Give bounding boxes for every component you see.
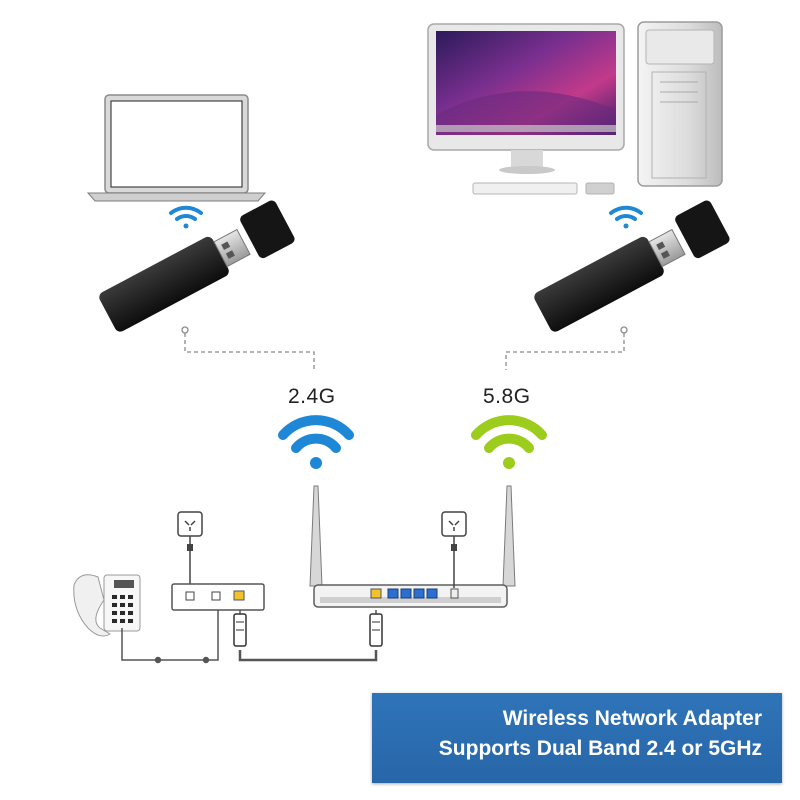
wifi-signal-24g-icon bbox=[278, 415, 354, 469]
router-icon bbox=[309, 485, 516, 608]
power-outlet-icon-right bbox=[441, 511, 467, 588]
info-banner: Wireless Network Adapter Supports Dual B… bbox=[372, 693, 782, 783]
power-outlet-icon-left bbox=[177, 511, 203, 584]
band-24g-label: 2.4G bbox=[288, 385, 336, 408]
band-58g-label: 5.8G bbox=[483, 385, 531, 408]
modem-icon bbox=[171, 583, 265, 611]
laptop-icon bbox=[86, 94, 267, 202]
wifi-signal-58g-icon bbox=[471, 415, 547, 469]
wifi-icon-left bbox=[169, 205, 203, 229]
ethernet-plug-right bbox=[369, 613, 383, 647]
cables bbox=[121, 610, 378, 664]
usb-wifi-adapter-left bbox=[99, 200, 295, 332]
desktop-computer-icon bbox=[427, 21, 723, 195]
banner-title: Wireless Network Adapter bbox=[502, 707, 762, 730]
usb-wifi-adapter-right bbox=[534, 200, 730, 332]
ethernet-plug-left bbox=[233, 613, 247, 647]
dashed-link-right bbox=[505, 326, 628, 370]
banner-subtitle: Supports Dual Band 2.4 or 5GHz bbox=[438, 737, 762, 760]
telephone-icon bbox=[73, 574, 141, 637]
wifi-icon-right bbox=[609, 205, 643, 229]
dashed-link-left bbox=[181, 326, 315, 370]
